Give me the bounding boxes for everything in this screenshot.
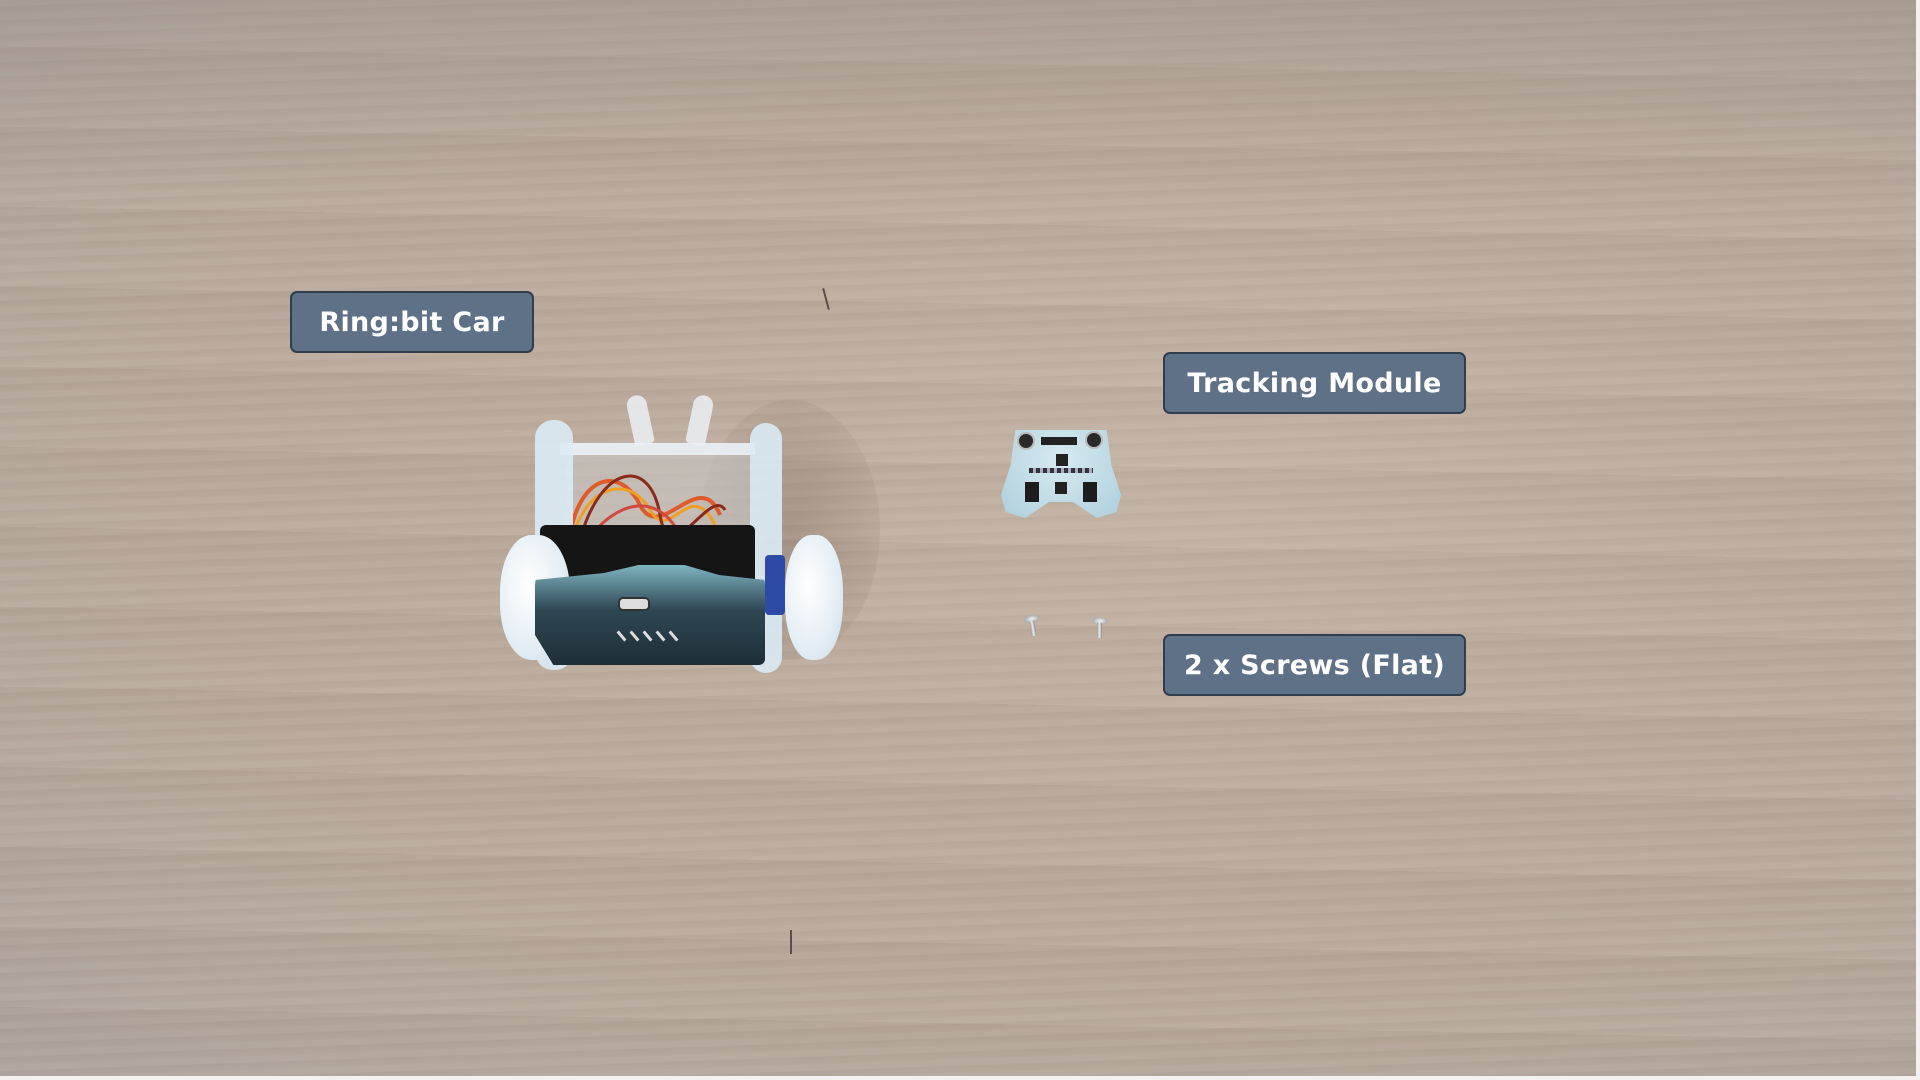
component-row — [1029, 468, 1093, 473]
servo-motor — [765, 555, 785, 615]
tracking-module-label: Tracking Module — [1163, 352, 1466, 414]
frame-horn — [685, 393, 715, 447]
chip — [1055, 482, 1067, 494]
ir-sensor — [1025, 482, 1039, 502]
tracking-module — [1001, 420, 1121, 520]
ir-sensor — [1083, 482, 1097, 502]
usb-port-icon — [618, 597, 650, 611]
screw — [1023, 613, 1041, 638]
wheel-right — [785, 535, 843, 660]
mount-hole — [1017, 432, 1035, 450]
car-frame-top — [560, 443, 755, 455]
screw — [1092, 617, 1108, 639]
frame-border — [1916, 0, 1920, 1080]
screw-head — [1092, 617, 1108, 625]
ring-bit-car-label: Ring:bit Car — [290, 291, 534, 353]
frame-horn — [625, 393, 655, 447]
frame-border — [0, 1076, 1920, 1080]
screws-label: 2 x Screws (Flat) — [1163, 634, 1466, 696]
screw-shaft — [1029, 620, 1037, 637]
microbit-board — [535, 565, 765, 665]
mount-hole — [1085, 431, 1103, 449]
header-pins — [1041, 437, 1077, 445]
ring-bit-car — [500, 385, 843, 685]
chip — [1056, 454, 1068, 466]
screw-shaft — [1097, 623, 1102, 638]
table-scratch — [790, 930, 792, 954]
